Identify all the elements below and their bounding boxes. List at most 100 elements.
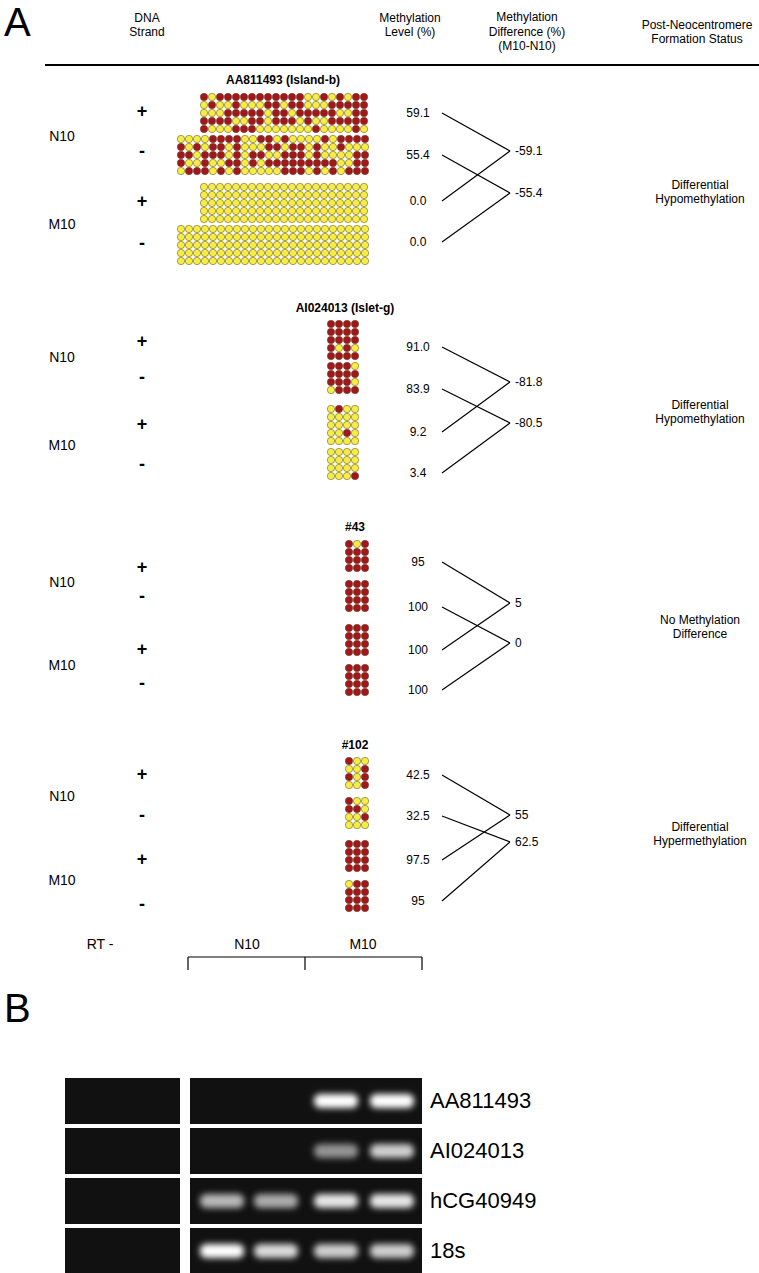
- gel-band: [314, 1244, 358, 1258]
- unmethylated-cpg-dot: [327, 472, 334, 479]
- methylation-difference: 0: [515, 636, 565, 650]
- methylation-dot-grid: [327, 448, 358, 479]
- unmethylated-cpg-dot: [343, 448, 350, 455]
- unmethylated-cpg-dot: [248, 215, 255, 222]
- gel-strip: [190, 1078, 422, 1124]
- unmethylated-cpg-dot: [361, 757, 368, 764]
- methylated-cpg-dot: [351, 386, 358, 393]
- methylated-cpg-dot: [353, 632, 360, 639]
- methylated-cpg-dot: [289, 143, 296, 150]
- unmethylated-cpg-dot: [351, 344, 358, 351]
- unmethylated-cpg-dot: [280, 101, 287, 108]
- unmethylated-cpg-dot: [296, 183, 303, 190]
- unmethylated-cpg-dot: [280, 125, 287, 132]
- methylated-cpg-dot: [304, 117, 311, 124]
- unmethylated-cpg-dot: [208, 191, 215, 198]
- methylation-level: 42.5: [393, 768, 443, 782]
- strand-sign: -: [130, 894, 154, 916]
- cell-line-label: M10: [37, 216, 87, 233]
- methylated-cpg-dot: [352, 101, 359, 108]
- unmethylated-cpg-dot: [296, 191, 303, 198]
- unmethylated-cpg-dot: [288, 183, 295, 190]
- unmethylated-cpg-dot: [320, 101, 327, 108]
- unmethylated-cpg-dot: [256, 125, 263, 132]
- unmethylated-cpg-dot: [233, 233, 240, 240]
- unmethylated-cpg-dot: [345, 257, 352, 264]
- methylated-cpg-dot: [177, 151, 184, 158]
- unmethylated-cpg-dot: [343, 472, 350, 479]
- unmethylated-cpg-dot: [248, 183, 255, 190]
- unmethylated-cpg-dot: [225, 249, 232, 256]
- unmethylated-cpg-dot: [177, 225, 184, 232]
- methylated-cpg-dot: [345, 540, 352, 547]
- methylated-cpg-dot: [361, 604, 368, 611]
- unmethylated-cpg-dot: [329, 151, 336, 158]
- unmethylated-cpg-dot: [217, 159, 224, 166]
- methylated-cpg-dot: [353, 167, 360, 174]
- header-rule: [45, 64, 759, 66]
- unmethylated-cpg-dot: [216, 215, 223, 222]
- methylated-cpg-dot: [361, 880, 368, 887]
- methylated-cpg-dot: [305, 159, 312, 166]
- methylated-cpg-dot: [343, 352, 350, 359]
- cell-line-label: N10: [37, 788, 87, 805]
- unmethylated-cpg-dot: [256, 199, 263, 206]
- methylated-cpg-dot: [361, 540, 368, 547]
- pairing-line: [442, 815, 510, 860]
- methylated-cpg-dot: [345, 888, 352, 895]
- unmethylated-cpg-dot: [337, 159, 344, 166]
- unmethylated-cpg-dot: [335, 429, 342, 436]
- methylated-cpg-dot: [351, 328, 358, 335]
- unmethylated-cpg-dot: [201, 241, 208, 248]
- unmethylated-cpg-dot: [313, 249, 320, 256]
- methylated-cpg-dot: [353, 664, 360, 671]
- unmethylated-cpg-dot: [352, 191, 359, 198]
- unmethylated-cpg-dot: [353, 765, 360, 772]
- unmethylated-cpg-dot: [335, 464, 342, 471]
- unmethylated-cpg-dot: [352, 183, 359, 190]
- methylation-dot-grid: [200, 93, 367, 132]
- unmethylated-cpg-dot: [305, 135, 312, 142]
- methylated-cpg-dot: [224, 117, 231, 124]
- unmethylated-cpg-dot: [336, 183, 343, 190]
- cell-line-label: N10: [37, 128, 87, 145]
- unmethylated-cpg-dot: [345, 241, 352, 248]
- strand-sign: -: [130, 673, 154, 695]
- column-header: DNA Strand: [119, 11, 175, 40]
- methylated-cpg-dot: [224, 109, 231, 116]
- methylated-cpg-dot: [297, 167, 304, 174]
- unmethylated-cpg-dot: [353, 540, 360, 547]
- unmethylated-cpg-dot: [177, 233, 184, 240]
- unmethylated-cpg-dot: [281, 241, 288, 248]
- unmethylated-cpg-dot: [177, 249, 184, 256]
- unmethylated-cpg-dot: [209, 257, 216, 264]
- methylated-cpg-dot: [361, 904, 368, 911]
- methylated-cpg-dot: [216, 117, 223, 124]
- unmethylated-cpg-dot: [320, 207, 327, 214]
- gene-label: AA811493: [430, 1088, 550, 1114]
- methylated-cpg-dot: [353, 640, 360, 647]
- unmethylated-cpg-dot: [361, 225, 368, 232]
- methylated-cpg-dot: [345, 797, 352, 804]
- unmethylated-cpg-dot: [216, 207, 223, 214]
- methylated-cpg-dot: [177, 159, 184, 166]
- methylated-cpg-dot: [249, 151, 256, 158]
- column-header: Methylation Level (%): [368, 11, 452, 40]
- unmethylated-cpg-dot: [208, 207, 215, 214]
- unmethylated-cpg-dot: [248, 101, 255, 108]
- gel-band: [370, 1194, 414, 1208]
- unmethylated-cpg-dot: [272, 199, 279, 206]
- methylated-cpg-dot: [343, 344, 350, 351]
- unmethylated-cpg-dot: [193, 241, 200, 248]
- methylated-cpg-dot: [272, 101, 279, 108]
- unmethylated-cpg-dot: [288, 191, 295, 198]
- unmethylated-cpg-dot: [249, 225, 256, 232]
- methylated-cpg-dot: [361, 548, 368, 555]
- unmethylated-cpg-dot: [296, 215, 303, 222]
- methylated-cpg-dot: [193, 167, 200, 174]
- gel-strip: [190, 1228, 422, 1273]
- methylated-cpg-dot: [361, 648, 368, 655]
- unmethylated-cpg-dot: [185, 143, 192, 150]
- methylated-cpg-dot: [201, 167, 208, 174]
- unmethylated-cpg-dot: [265, 151, 272, 158]
